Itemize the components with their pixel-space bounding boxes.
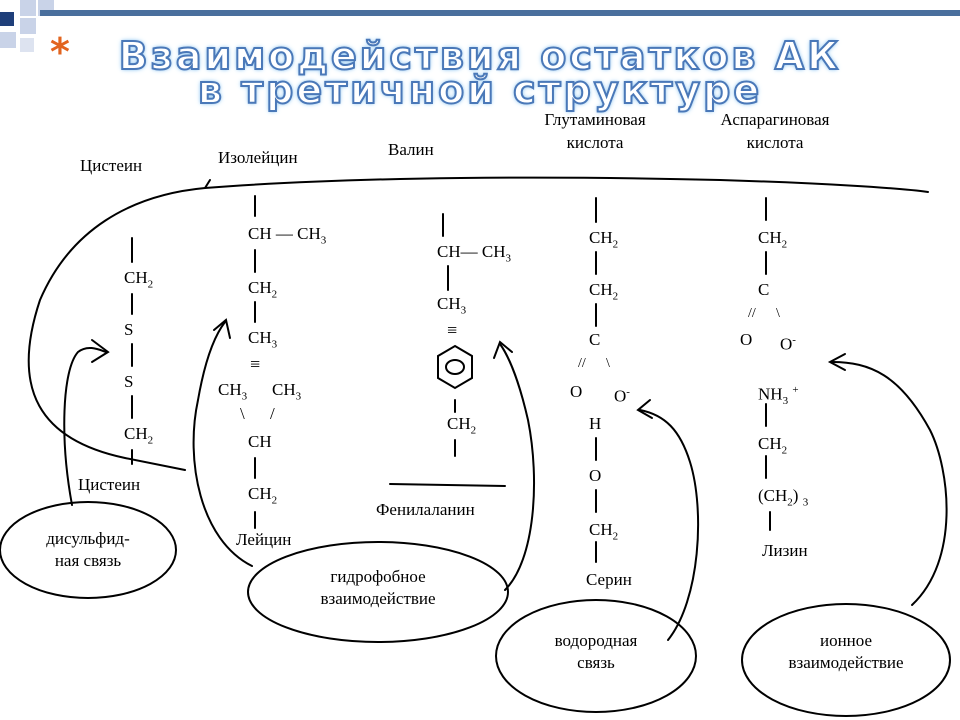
phe-ch2: CH2 — [447, 414, 477, 437]
label-cysteine-top: Цистеин — [80, 156, 143, 175]
leu-ch: CH — [248, 432, 272, 451]
glu-o: O — [570, 382, 583, 401]
hydrophobic-arrow-right — [499, 343, 535, 591]
leu-bond-right: / — [270, 404, 275, 423]
slide-title-line2: в третичной структуре — [197, 68, 763, 112]
lys-nh3: NH3 + — [758, 384, 799, 408]
title-bullet: * — [50, 30, 70, 74]
val-ch-ch3: CH— CH3 — [437, 242, 511, 265]
corner-square-dark — [0, 12, 14, 26]
label-aspartic-line2: кислота — [746, 133, 804, 152]
ionic-arrow — [831, 361, 948, 606]
leu-ch2: CH2 — [248, 484, 278, 507]
cys-s-1: S — [124, 320, 134, 339]
glu-single-bond: \ — [606, 356, 610, 371]
benzene-ring — [437, 344, 473, 390]
ionic-label: ионное взаимодействие — [752, 630, 940, 674]
disulfide-oval — [0, 501, 177, 599]
label-serine: Серин — [586, 570, 632, 589]
hydrogen-bond-label: водородная связь — [510, 630, 682, 674]
asp-o-minus: O- — [780, 334, 796, 354]
ser-h: H — [589, 414, 602, 433]
disulfide-label-line2: ная связь — [54, 551, 122, 570]
leu-ch3-right: CH3 — [272, 380, 302, 403]
cys-s-2: S — [124, 372, 134, 391]
ser-ch2: CH2 — [589, 520, 619, 543]
label-aspartic-line1: Аспарагиновая — [720, 110, 830, 129]
label-cysteine-bottom: Цистеин — [78, 475, 141, 494]
ionic-label-line1: ионное — [819, 631, 873, 650]
glu-ch2-2: CH2 — [589, 280, 619, 303]
phenylalanine-underline — [389, 483, 506, 487]
ile-ch3: CH3 — [248, 328, 278, 351]
ile-ch2: CH2 — [248, 278, 278, 301]
glu-o-minus: O- — [614, 386, 630, 406]
hydrophobic-oval — [247, 541, 509, 643]
ionic-label-line2: взаимодействие — [788, 653, 904, 672]
leu-ch3-left: CH3 — [218, 380, 248, 403]
asp-ch2: CH2 — [758, 228, 788, 251]
asp-single-bond: \ — [776, 306, 780, 321]
ionic-oval — [741, 603, 951, 717]
hydrophobic-triple-2: ≡ — [447, 320, 458, 340]
disulfide-arrow — [63, 346, 107, 506]
corner-square-light — [20, 18, 36, 34]
hydrophobic-triple-1: ≡ — [250, 354, 261, 374]
glu-ch2-1: CH2 — [589, 228, 619, 251]
backbone-tick — [204, 179, 211, 189]
val-ch3: CH3 — [437, 294, 467, 317]
leu-bond-left: \ — [240, 404, 245, 423]
corner-square-light — [20, 38, 34, 52]
cys-ch2-bottom: CH2 — [124, 424, 154, 447]
lys-ch2: CH2 — [758, 434, 788, 457]
top-rule — [40, 10, 960, 16]
lys-ch2-3: (CH2) 3 — [758, 486, 809, 509]
label-isoleucine: Изолейцин — [218, 148, 298, 167]
hydrogen-oval — [495, 599, 697, 713]
label-glutamic-line2: кислота — [566, 133, 624, 152]
glu-double-bond: // — [578, 356, 586, 371]
hydrophobic-label-line1: гидрофобное — [330, 567, 426, 586]
hydrophobic-arrow-left — [192, 321, 253, 567]
slide-title-line1: Взаимодействия остатков АК — [118, 34, 842, 78]
label-glutamic-line1: Глутаминовая — [544, 110, 646, 129]
asp-c: C — [758, 280, 770, 299]
cys-ch2-top: CH2 — [124, 268, 154, 291]
backbone-curve — [27, 176, 929, 471]
label-valine: Валин — [388, 140, 434, 159]
disulfide-bond-label: дисульфид- ная связь — [10, 528, 166, 572]
label-phenylalanine: Фенилаланин — [376, 500, 475, 519]
benzene-inner-circle — [445, 359, 465, 375]
asp-double-bond: // — [748, 306, 756, 321]
ile-ch-ch3: CH — CH3 — [248, 224, 327, 247]
label-leucine: Лейцин — [236, 530, 292, 549]
asp-o: O — [740, 330, 753, 349]
hydrogen-label-line1: водородная — [554, 631, 638, 650]
label-lysine: Лизин — [762, 541, 808, 560]
corner-square-light — [0, 32, 16, 48]
glu-c: C — [589, 330, 601, 349]
hydrogen-arrow — [639, 409, 700, 641]
hydrophobic-label: гидрофобное взаимодействие — [268, 566, 488, 610]
corner-square-light — [20, 0, 36, 16]
ser-o: O — [589, 466, 602, 485]
disulfide-label-line1: дисульфид- — [46, 529, 130, 548]
hydrophobic-label-line2: взаимодействие — [320, 589, 436, 608]
hydrogen-label-line2: связь — [577, 653, 615, 672]
